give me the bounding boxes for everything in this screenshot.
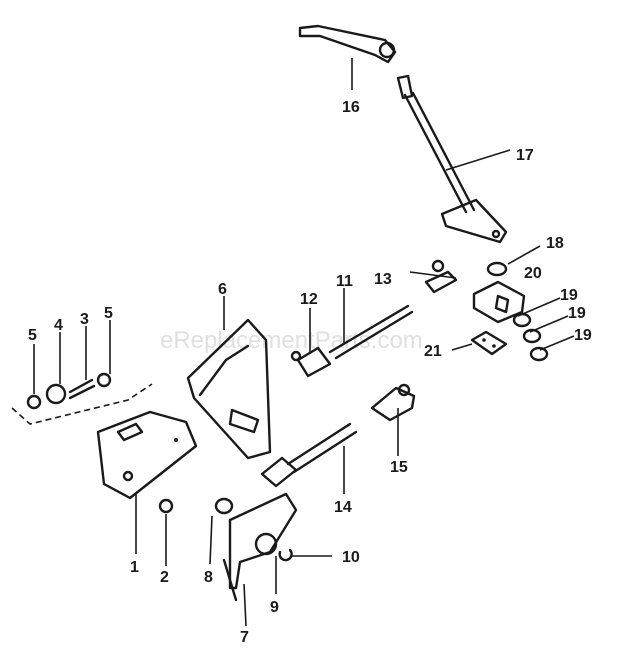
part-2-ring — [158, 498, 174, 514]
part-11-threaded-rod — [328, 304, 414, 360]
part-17-shaft-bracket — [396, 74, 508, 244]
callout-9: 9 — [270, 599, 279, 616]
callout-6: 6 — [218, 281, 227, 298]
leader-lines — [33, 58, 575, 627]
part-19-nut-a — [512, 312, 532, 328]
callout-15: 15 — [390, 459, 408, 476]
part-19-nut-c — [529, 346, 549, 362]
callout-11: 11 — [336, 273, 353, 290]
part-18-washer — [486, 261, 508, 277]
callout-8: 8 — [204, 569, 213, 586]
callout-2: 2 — [160, 569, 169, 586]
callout-19-c: 19 — [574, 327, 592, 344]
part-9-bushing — [254, 532, 278, 556]
callout-3: 3 — [80, 311, 89, 328]
part-19-nut-b — [522, 328, 542, 344]
callout-10: 10 — [342, 549, 360, 566]
callout-20: 20 — [524, 265, 542, 282]
part-12-fitting — [290, 346, 332, 378]
callout-21: 21 — [424, 343, 442, 360]
part-7-arm-plate — [222, 492, 298, 602]
callout-18: 18 — [546, 235, 564, 252]
callout-4: 4 — [54, 317, 63, 334]
callout-14: 14 — [334, 499, 352, 516]
parts-3-4-5-spring-assembly — [11, 372, 153, 425]
part-15-clevis — [370, 383, 416, 422]
callout-19-b: 19 — [568, 305, 586, 322]
watermark-text: eReplacementParts.com — [160, 327, 423, 354]
callout-5-left: 5 — [28, 327, 37, 344]
part-10-clip — [278, 548, 293, 562]
callout-19-a: 19 — [560, 287, 578, 304]
callout-1: 1 — [130, 559, 139, 576]
callout-16: 16 — [342, 99, 360, 116]
part-1-bracket — [96, 410, 198, 500]
part-16-lever-handle — [298, 24, 397, 64]
part-21-plate — [470, 330, 508, 356]
part-14-clevis-rod — [260, 422, 358, 488]
callout-17: 17 — [516, 147, 534, 164]
callout-13: 13 — [374, 271, 392, 288]
part-8-nut — [214, 497, 234, 515]
part-20-block — [472, 280, 526, 324]
part-6-plate — [186, 318, 272, 460]
callout-5-right: 5 — [104, 305, 113, 322]
callout-12: 12 — [300, 291, 318, 308]
callout-7: 7 — [240, 629, 249, 646]
